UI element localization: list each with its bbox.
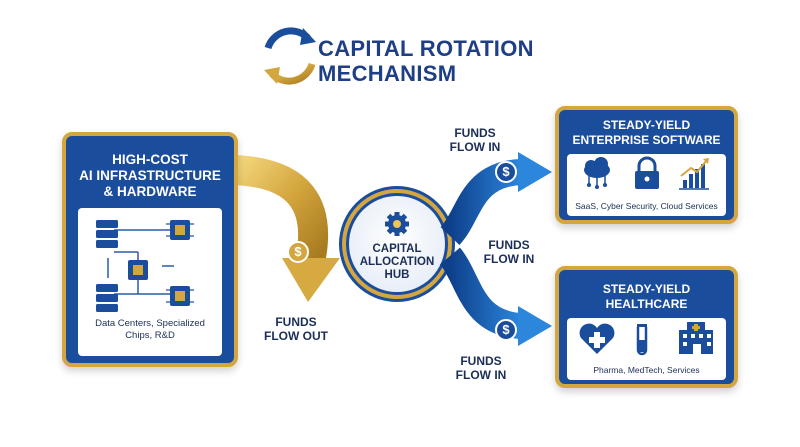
title-line-1: CAPITAL ROTATION bbox=[318, 36, 534, 61]
healthcare-card-caption: Pharma, MedTech, Services bbox=[593, 365, 700, 375]
ai-card-panel: Data Centers, Specialized Chips, R&D bbox=[78, 208, 222, 356]
flow-in-top-line-1: FUNDS bbox=[454, 126, 496, 140]
healthcare-icons bbox=[579, 322, 713, 356]
hub-label-line-2: ALLOCATION bbox=[359, 256, 435, 268]
ai-card-title: HIGH-COST AI INFRASTRUCTURE & HARDWARE bbox=[66, 152, 234, 200]
healthcare-card-title: STEADY-YIELD HEALTHCARE bbox=[559, 282, 734, 312]
ai-card-caption: Data Centers, Specialized Chips, R&D bbox=[78, 318, 222, 342]
healthcare-card-panel: Pharma, MedTech, Services bbox=[567, 318, 726, 380]
hospital-icon bbox=[679, 322, 713, 354]
healthcare-card: STEADY-YIELD HEALTHCARE bbox=[555, 266, 738, 388]
hub-label-line-3: HUB bbox=[384, 269, 410, 281]
ai-hardware-illustration bbox=[96, 220, 194, 312]
funds-flow-out-label: FUNDS FLOW OUT bbox=[258, 315, 334, 343]
dollar-icon-out: $ bbox=[294, 244, 302, 259]
ai-card-title-line-3: & HARDWARE bbox=[103, 184, 197, 199]
hub-ring bbox=[339, 186, 455, 302]
ai-card-caption-line-2: Chips, R&D bbox=[125, 330, 175, 341]
software-card-title-line-2: ENTERPRISE SOFTWARE bbox=[572, 133, 721, 147]
software-card-panel: SaaS, Cyber Security, Cloud Services bbox=[567, 154, 726, 216]
hub-label: CAPITAL ALLOCATION HUB bbox=[355, 243, 439, 282]
funds-flow-in-top-label: FUNDS FLOW IN bbox=[446, 126, 504, 154]
software-icons bbox=[584, 156, 709, 190]
funds-flow-in-middle-label: FUNDS FLOW IN bbox=[480, 238, 538, 266]
funds-out-arrow bbox=[231, 155, 340, 302]
flow-in-bottom-line-1: FUNDS bbox=[460, 354, 502, 368]
ai-infrastructure-card: HIGH-COST AI INFRASTRUCTURE & HARDWARE bbox=[62, 132, 238, 367]
ai-card-title-line-1: HIGH-COST bbox=[112, 152, 188, 167]
ai-card-caption-line-1: Data Centers, Specialized bbox=[95, 318, 205, 329]
page-title: CAPITAL ROTATION MECHANISM bbox=[318, 36, 534, 86]
ai-card-title-line-2: AI INFRASTRUCTURE bbox=[79, 168, 221, 183]
funds-flow-in-bottom-label: FUNDS FLOW IN bbox=[452, 354, 510, 382]
software-card-title-line-1: STEADY-YIELD bbox=[602, 118, 691, 132]
rotation-logo-icon bbox=[262, 27, 318, 85]
growth-chart-icon bbox=[679, 158, 709, 190]
healthcare-card-title-line-2: HEALTHCARE bbox=[605, 297, 688, 311]
title-line-2: MECHANISM bbox=[318, 61, 457, 86]
heart-cross-icon bbox=[579, 323, 615, 354]
software-card-title: STEADY-YIELD ENTERPRISE SOFTWARE bbox=[559, 118, 734, 148]
gear-icon bbox=[385, 212, 409, 236]
hub-label-line-1: CAPITAL bbox=[372, 243, 422, 255]
funds-in-bottom-arrow bbox=[439, 247, 552, 346]
flow-in-top-line-2: FLOW IN bbox=[449, 140, 501, 154]
flow-in-middle-line-1: FUNDS bbox=[488, 238, 530, 252]
flow-out-line-2: FLOW OUT bbox=[264, 329, 328, 343]
healthcare-card-title-line-1: STEADY-YIELD bbox=[602, 282, 691, 296]
flow-in-bottom-line-2: FLOW IN bbox=[455, 368, 507, 382]
dollar-icon-bottom: $ bbox=[502, 322, 510, 337]
padlock-icon bbox=[635, 156, 659, 189]
flow-in-middle-line-2: FLOW IN bbox=[483, 252, 535, 266]
enterprise-software-card: STEADY-YIELD ENTERPRISE SOFTWARE bbox=[555, 106, 738, 224]
microchip-icon bbox=[128, 220, 190, 306]
test-tube-icon bbox=[636, 324, 648, 356]
cloud-network-icon bbox=[584, 157, 610, 189]
software-card-caption: SaaS, Cyber Security, Cloud Services bbox=[575, 201, 718, 211]
dollar-icon-top: $ bbox=[502, 164, 510, 179]
funds-in-top-arrow bbox=[439, 152, 552, 245]
flow-out-line-1: FUNDS bbox=[275, 315, 317, 329]
server-rack-icon bbox=[96, 220, 118, 312]
